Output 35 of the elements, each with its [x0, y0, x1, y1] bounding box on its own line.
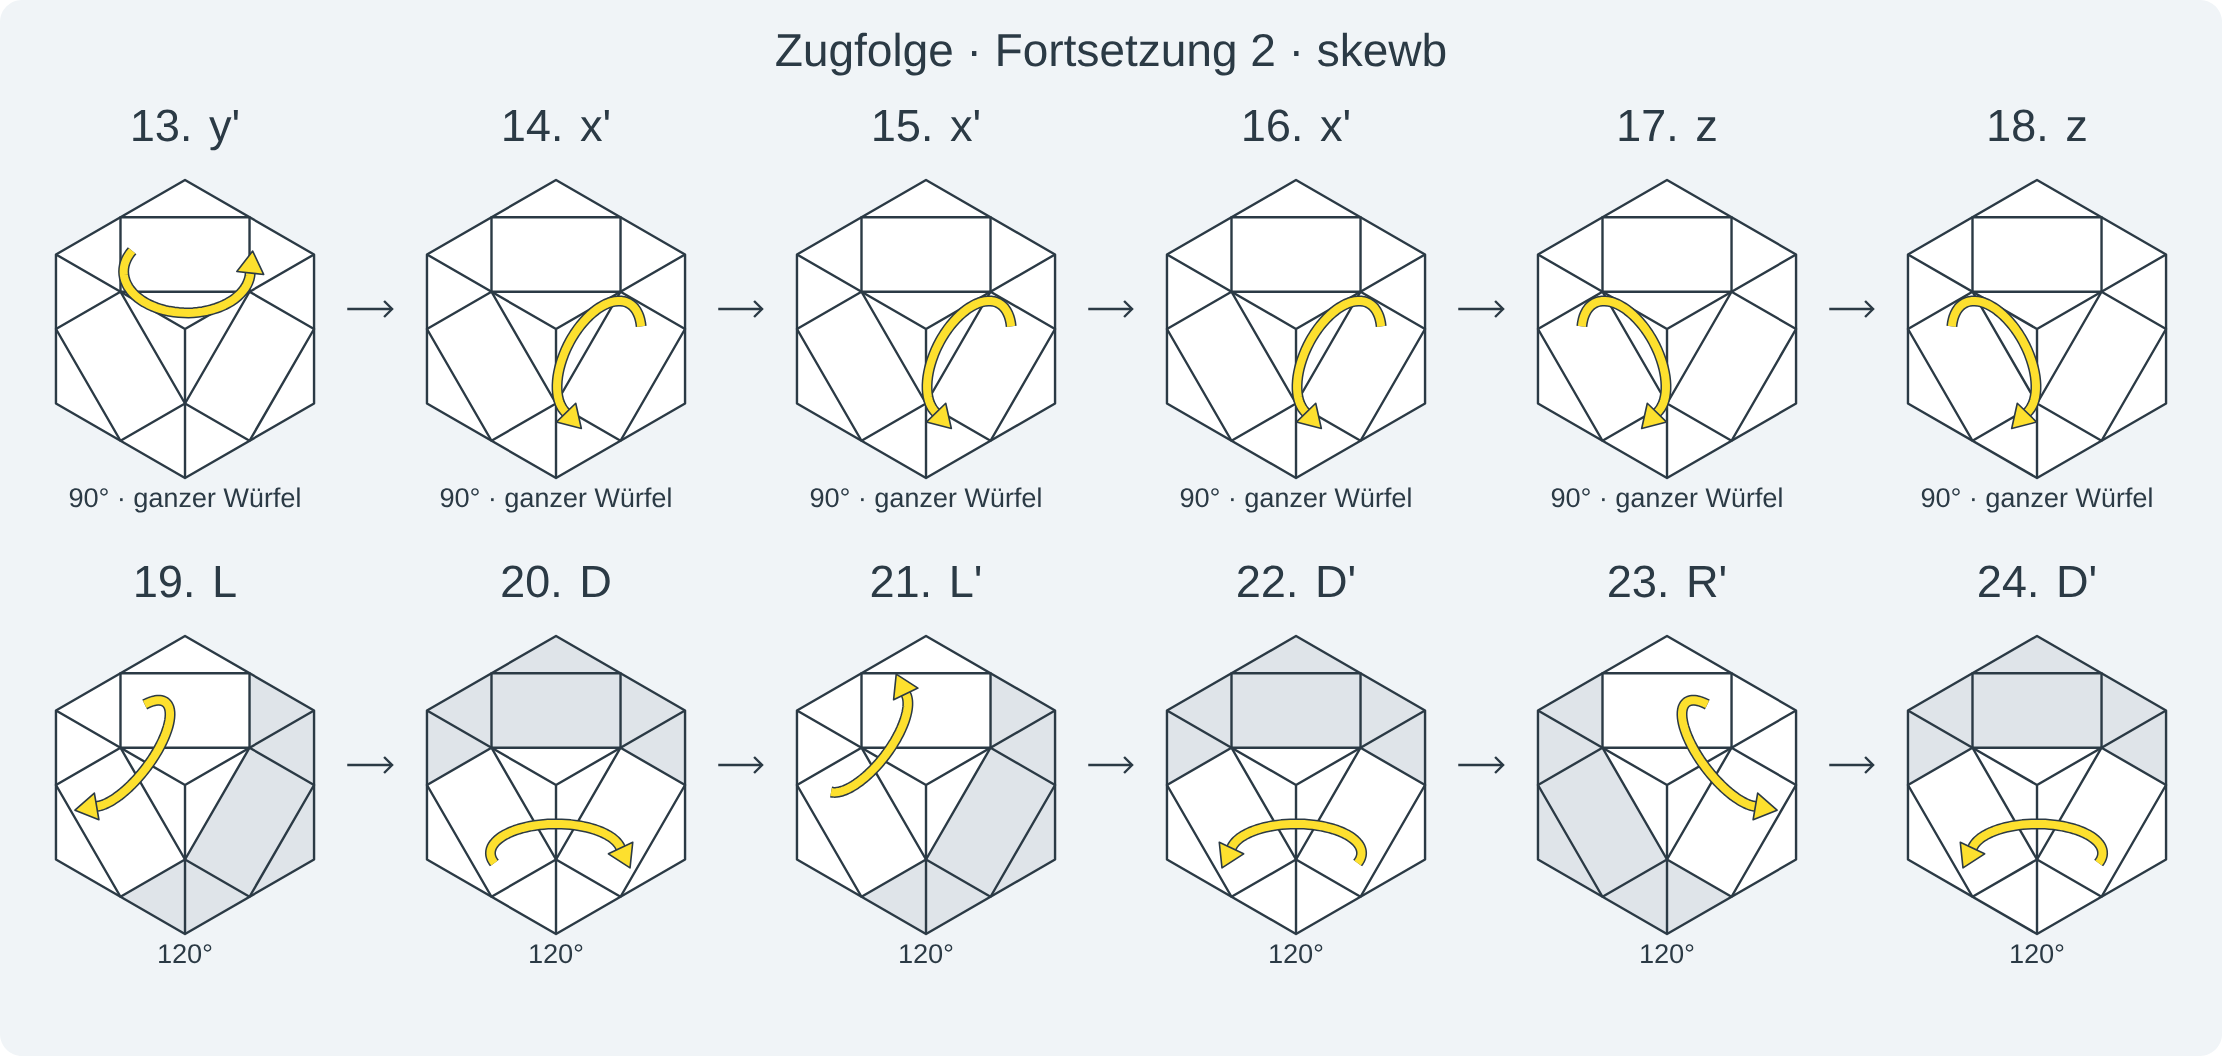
angle-caption: 90° · ganzer Würfel	[440, 487, 671, 513]
arrow	[347, 300, 394, 318]
arrow	[1458, 300, 1505, 318]
angle-caption: 120°	[900, 944, 953, 964]
arrow	[1088, 300, 1134, 318]
step-heading: 19. L	[136, 565, 236, 598]
arrow	[1088, 756, 1134, 774]
arrow	[718, 300, 764, 318]
angle-caption: 90° · ganzer Würfel	[1551, 487, 1782, 513]
step-heading: 18. z	[1989, 109, 2086, 142]
angle-caption: 120°	[1641, 944, 1694, 964]
step-heading: 22. D'	[1238, 565, 1354, 597]
arrow	[347, 756, 394, 774]
step-heading: 24. D'	[1979, 565, 2095, 597]
step-heading: 20. D	[502, 565, 610, 598]
step-heading: 13. y'	[133, 109, 238, 151]
angle-caption: 90° · ganzer Würfel	[1180, 487, 1411, 513]
step-heading: 23. R'	[1609, 565, 1725, 598]
step-heading: 14. x'	[504, 110, 609, 141]
arrow	[1829, 300, 1875, 318]
arrow	[1458, 756, 1505, 774]
angle-caption: 120°	[2011, 944, 2064, 964]
angle-caption: 90° · ganzer Würfel	[810, 487, 1041, 513]
angle-caption: 120°	[1270, 944, 1323, 964]
angle-caption: 120°	[530, 944, 583, 964]
angle-caption: 90° · ganzer Würfel	[1921, 487, 2152, 513]
arrow	[718, 756, 764, 774]
step-heading: 17. z	[1619, 110, 1716, 141]
title: Zugfolge · Fortsetzung 2 · skewb	[776, 32, 1446, 76]
angle-caption: 90° · ganzer Würfel	[69, 487, 300, 513]
step-heading: 21. L'	[871, 565, 981, 597]
step-heading: 15. x'	[874, 110, 979, 142]
angle-caption: 120°	[159, 944, 212, 964]
arrow	[1829, 756, 1875, 774]
step-heading: 16. x'	[1244, 109, 1349, 142]
